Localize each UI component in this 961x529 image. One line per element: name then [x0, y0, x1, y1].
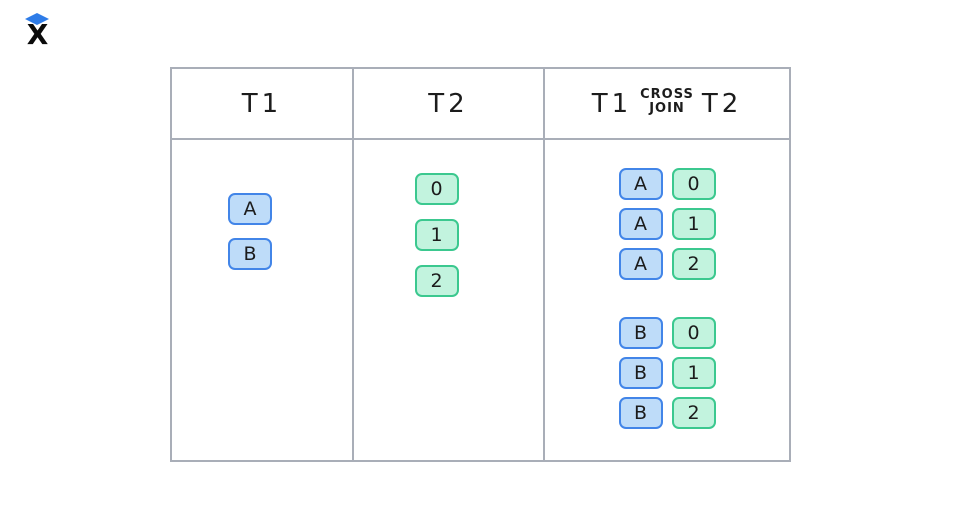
column-body-t1: A B: [160, 140, 340, 460]
column-t2: T2 0 1 2: [352, 69, 543, 460]
logo-letter: X: [26, 18, 49, 51]
result-row: A 2: [618, 248, 716, 280]
result-t2-box: 2: [671, 397, 716, 429]
t1-value-box: A: [228, 193, 272, 225]
cross-join-group-b: B 0 B 1 B 2: [618, 317, 716, 429]
t2-value-box: 1: [414, 219, 459, 251]
cross-join-table: T1 A B T2 0 1 2 T1 CROSS JOIN T2: [170, 67, 791, 462]
result-row: B 2: [618, 397, 716, 429]
result-t2-box: 2: [671, 248, 716, 280]
result-row: B 1: [618, 357, 716, 389]
column-cross-join: T1 CROSS JOIN T2 A 0 A 1: [543, 69, 789, 460]
result-t1-box: B: [618, 397, 663, 429]
result-row: A 0: [618, 168, 716, 200]
join-label: JOIN: [649, 100, 685, 116]
result-t1-box: A: [618, 248, 663, 280]
result-t2-box: 1: [671, 357, 716, 389]
result-t1-box: A: [618, 168, 663, 200]
column-header-t1: T1: [172, 69, 352, 140]
cross-join-operator: CROSS JOIN: [640, 86, 694, 116]
cross-label: CROSS: [640, 86, 694, 102]
result-row: A 1: [618, 208, 716, 240]
column-body-t2: 0 1 2: [342, 140, 531, 460]
result-t1-box: B: [618, 357, 663, 389]
column-header-cross-join: T1 CROSS JOIN T2: [545, 69, 789, 140]
result-t2-box: 0: [671, 168, 716, 200]
t2-value-box: 2: [414, 265, 459, 297]
column-body-cross-join: A 0 A 1 A 2 B 0: [545, 140, 789, 460]
result-row: B 0: [618, 317, 716, 349]
column-t1: T1 A B: [172, 69, 352, 460]
result-t1-box: A: [618, 208, 663, 240]
diamond-icon: [25, 13, 49, 25]
cross-join-group-a: A 0 A 1 A 2: [618, 168, 716, 280]
cross-header-right-label: T2: [701, 88, 743, 119]
result-t1-box: B: [618, 317, 663, 349]
result-t2-box: 0: [671, 317, 716, 349]
t2-value-box: 0: [414, 173, 459, 205]
column-header-t2: T2: [354, 69, 543, 140]
t1-value-box: B: [228, 238, 272, 270]
result-t2-box: 1: [671, 208, 716, 240]
cross-header-left-label: T1: [591, 88, 633, 119]
brand-logo: X: [22, 13, 52, 51]
